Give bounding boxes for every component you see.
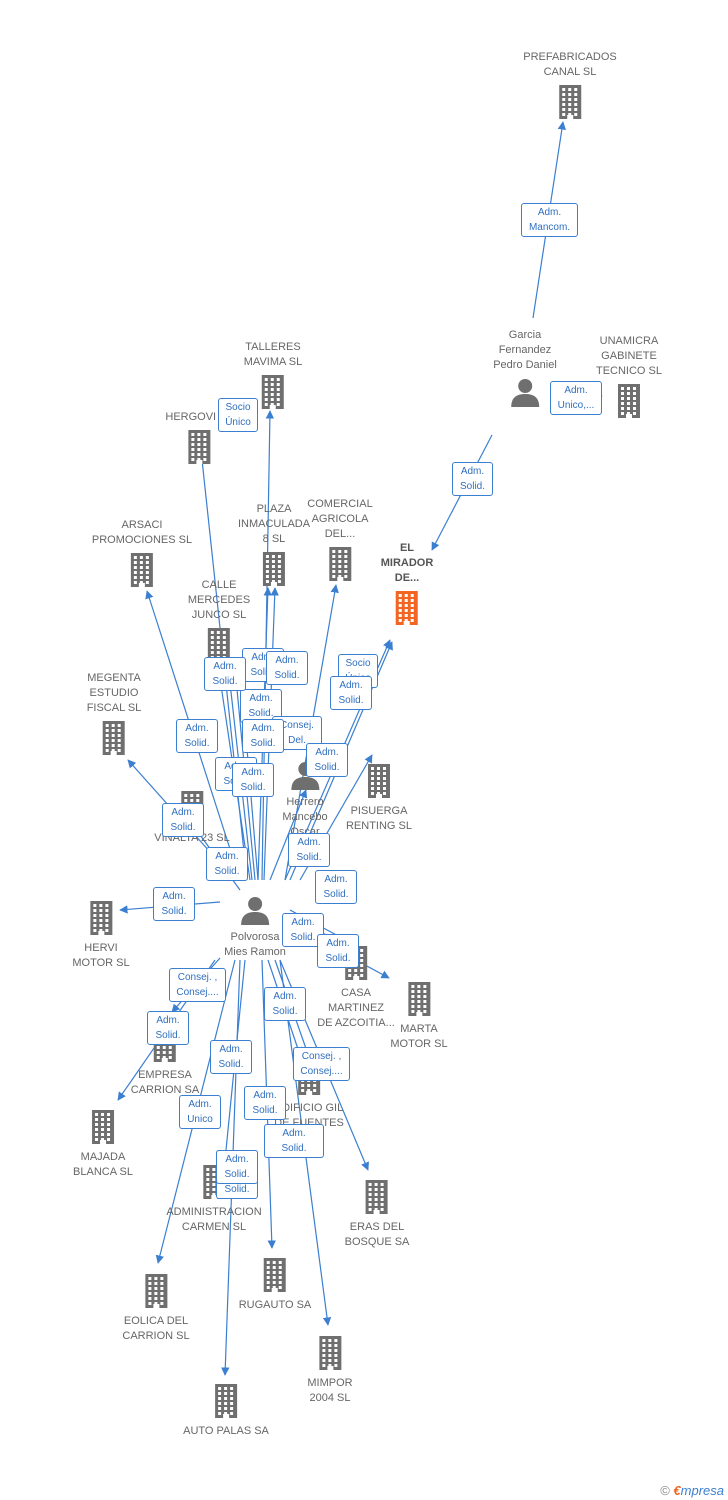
- node-unamicra[interactable]: UNAMICRA GABINETE TECNICO SL: [596, 334, 662, 424]
- node-label: EL MIRADOR DE...: [380, 542, 434, 584]
- node-autopalas[interactable]: AUTO PALAS SA: [183, 1383, 269, 1439]
- building-icon: [390, 981, 447, 1022]
- edge-label[interactable]: Adm. Solid.: [266, 651, 308, 685]
- node-prefabricados[interactable]: PREFABRICADOS CANAL SL: [523, 50, 617, 125]
- edge-label[interactable]: Adm. Solid.: [153, 887, 195, 921]
- edge-label[interactable]: Socio Único: [218, 398, 258, 432]
- node-label: EMPRESA CARRION SA: [130, 1069, 200, 1096]
- building-icon: [72, 900, 129, 941]
- node-label: ERAS DEL BOSQUE SA: [344, 1221, 410, 1248]
- node-arsaci[interactable]: ARSACI PROMOCIONES SL: [92, 518, 192, 593]
- edge-label[interactable]: Adm. Solid.: [232, 763, 274, 797]
- node-majada[interactable]: MAJADA BLANCA SL: [73, 1109, 133, 1180]
- node-talleres[interactable]: TALLERES MAVIMA SL: [244, 340, 302, 415]
- edge-label[interactable]: Adm. Solid.: [162, 803, 204, 837]
- edge-label[interactable]: Adm. Solid.: [288, 833, 330, 867]
- node-label: Polvorosa Mies Ramon: [224, 931, 286, 958]
- edge-label[interactable]: Adm. Solid.: [210, 1040, 252, 1074]
- building-icon: [165, 429, 232, 470]
- empresia-footer[interactable]: © €mpresa: [660, 1483, 724, 1498]
- empresia-logo: €mpresa: [673, 1483, 724, 1498]
- node-label: TALLERES MAVIMA SL: [243, 341, 303, 368]
- node-plaza[interactable]: PLAZA INMACULADA 8 SL: [238, 502, 310, 592]
- node-label: AUTO PALAS SA: [183, 1425, 269, 1437]
- building-icon: [346, 763, 412, 804]
- node-label: MIMPOR 2004 SL: [307, 1377, 353, 1404]
- building-icon: [381, 590, 434, 631]
- node-label: ARSACI PROMOCIONES SL: [91, 519, 193, 546]
- edge-label[interactable]: Adm. Mancom.: [521, 203, 578, 237]
- node-mimpor[interactable]: MIMPOR 2004 SL: [307, 1335, 353, 1406]
- edge-label[interactable]: Adm. Solid.: [242, 719, 284, 753]
- person-icon: [224, 895, 286, 930]
- edge-label[interactable]: Adm. Unico: [179, 1095, 221, 1129]
- node-eolica[interactable]: EOLICA DEL CARRION SL: [122, 1273, 190, 1344]
- building-icon: [122, 1273, 189, 1314]
- edge-label[interactable]: Adm. Solid.: [315, 870, 357, 904]
- node-mirador[interactable]: EL MIRADOR DE...: [380, 541, 434, 631]
- node-polvorosa[interactable]: Polvorosa Mies Ramon: [224, 895, 286, 960]
- building-icon: [307, 1335, 352, 1376]
- node-label: CASA MARTINEZ DE AZCOITIA...: [317, 987, 395, 1029]
- building-icon: [87, 720, 142, 761]
- node-label: PLAZA INMACULADA 8 SL: [237, 503, 311, 545]
- person-icon: [493, 377, 557, 412]
- building-icon: [92, 552, 192, 593]
- edge-label[interactable]: Adm. Solid.: [176, 719, 218, 753]
- copyright-symbol: ©: [660, 1483, 670, 1498]
- node-garcia[interactable]: Garcia Fernandez Pedro Daniel: [493, 328, 557, 412]
- node-label: EDIFICIO GIL DE FUENTES: [274, 1102, 344, 1129]
- node-comercial[interactable]: COMERCIAL AGRICOLA DEL...: [307, 497, 373, 587]
- node-label: RUGAUTO SA: [238, 1299, 312, 1311]
- edge-label[interactable]: Consej. , Consej....: [293, 1047, 350, 1081]
- edge-label[interactable]: Adm. Solid.: [317, 934, 359, 968]
- building-icon: [345, 1179, 410, 1220]
- building-icon: [244, 374, 302, 415]
- node-label: PISUERGA RENTING SL: [345, 805, 413, 832]
- edge-label[interactable]: Adm. Solid.: [306, 743, 348, 777]
- edge-label[interactable]: Adm. Solid.: [452, 462, 493, 496]
- building-icon: [238, 551, 310, 592]
- edge-label[interactable]: Adm. Solid.: [264, 1124, 324, 1158]
- node-eras[interactable]: ERAS DEL BOSQUE SA: [344, 1179, 410, 1250]
- node-label: PREFABRICADOS CANAL SL: [523, 51, 617, 78]
- edge-label[interactable]: Adm. Unico,...: [550, 381, 602, 415]
- building-icon: [523, 84, 617, 125]
- node-marta[interactable]: MARTA MOTOR SL: [390, 981, 448, 1052]
- building-icon: [73, 1109, 133, 1150]
- edge-label[interactable]: Adm. Solid.: [240, 689, 282, 723]
- node-label: MAJADA BLANCA SL: [73, 1151, 133, 1178]
- building-icon: [596, 383, 662, 424]
- edge-label[interactable]: Consej. , Consej....: [169, 968, 226, 1002]
- node-pisuerga[interactable]: PISUERGA RENTING SL: [346, 763, 412, 834]
- node-label: EOLICA DEL CARRION SL: [122, 1315, 190, 1342]
- node-label: UNAMICRA GABINETE TECNICO SL: [595, 335, 663, 377]
- node-megenta[interactable]: MEGENTA ESTUDIO FISCAL SL: [86, 671, 142, 761]
- node-label: Garcia Fernandez Pedro Daniel: [493, 329, 557, 371]
- node-administracion[interactable]: ADMINISTRACION CARMEN SL: [166, 1164, 262, 1235]
- node-label: HERVI MOTOR SL: [72, 942, 130, 969]
- node-label: MEGENTA ESTUDIO FISCAL SL: [86, 672, 142, 714]
- edge-label[interactable]: Adm. Solid.: [204, 657, 246, 691]
- edge-label[interactable]: Adm. Solid.: [216, 1150, 258, 1184]
- node-hervi[interactable]: HERVI MOTOR SL: [72, 900, 130, 971]
- building-icon: [239, 1257, 312, 1298]
- edge-label[interactable]: Adm. Solid.: [244, 1086, 286, 1120]
- node-label: ADMINISTRACION CARMEN SL: [166, 1206, 262, 1233]
- edge-label[interactable]: Adm. Solid.: [147, 1011, 189, 1045]
- building-icon: [307, 546, 372, 587]
- node-rugauto[interactable]: RUGAUTO SA: [238, 1257, 312, 1313]
- edge-label[interactable]: Adm. Solid.: [264, 987, 306, 1021]
- edge-label[interactable]: Adm. Solid.: [206, 847, 248, 881]
- node-label: CALLE MERCEDES JUNCO SL: [187, 579, 251, 621]
- edge-label[interactable]: Adm. Solid.: [330, 676, 372, 710]
- node-label: COMERCIAL AGRICOLA DEL...: [307, 498, 373, 540]
- building-icon: [183, 1383, 269, 1424]
- node-calle[interactable]: CALLE MERCEDES JUNCO SL: [188, 578, 250, 668]
- node-label: MARTA MOTOR SL: [390, 1023, 448, 1050]
- node-hergovi[interactable]: HERGOVI SL: [165, 410, 233, 470]
